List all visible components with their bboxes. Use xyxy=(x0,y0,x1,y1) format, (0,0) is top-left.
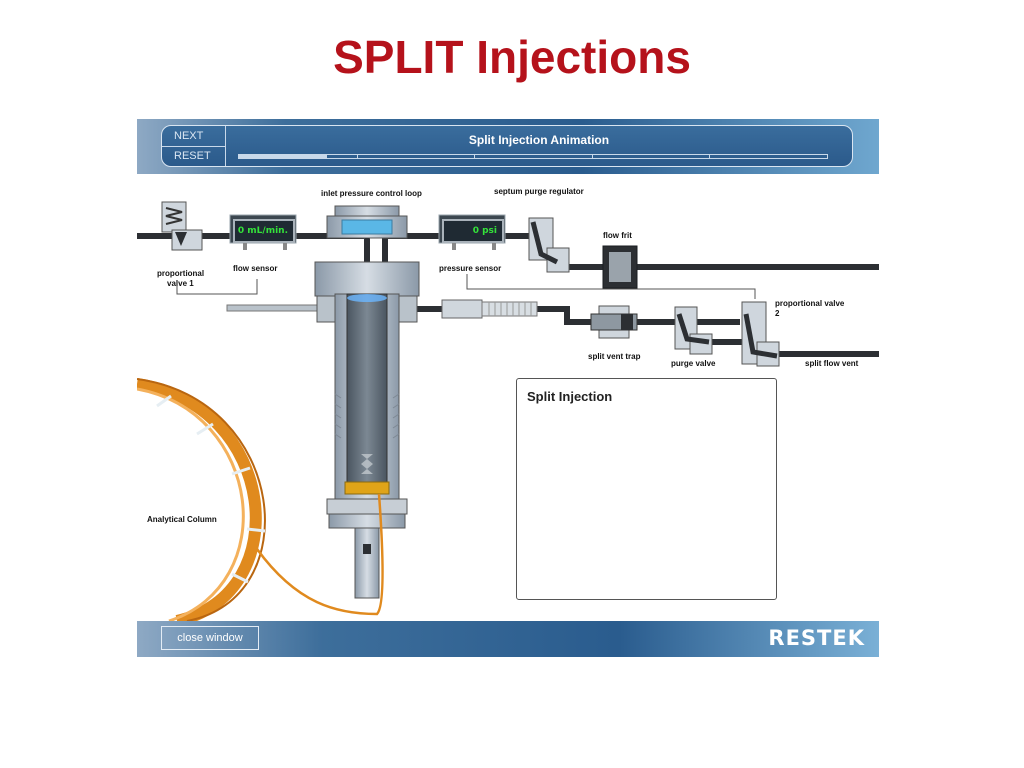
analytical-column-coil xyxy=(137,378,384,621)
progress-tick xyxy=(474,154,476,159)
step-progress-bar[interactable] xyxy=(238,154,828,159)
purge-valve xyxy=(674,306,713,355)
reset-button[interactable]: RESET xyxy=(174,150,211,162)
purge-valve-label: purge valve xyxy=(671,359,716,368)
step-progress-fill xyxy=(239,155,328,158)
injector-body xyxy=(314,205,420,599)
info-panel-title: Split Injection xyxy=(527,389,613,404)
proportional-valve-2-label-line2: 2 xyxy=(775,309,780,318)
next-button[interactable]: NEXT xyxy=(174,130,204,142)
injector-threads xyxy=(334,393,400,439)
info-panel: Split Injection xyxy=(516,378,777,600)
flow-sensor-label: flow sensor xyxy=(233,264,278,273)
pressure-readout: 0 psi xyxy=(442,219,504,243)
animation-title: Split Injection Animation xyxy=(468,133,610,147)
flow-frit xyxy=(602,245,638,289)
progress-tick xyxy=(709,154,711,159)
animation-window: NEXT RESET Split Injection Animation xyxy=(137,119,879,657)
analytical-column-label: Analytical Column xyxy=(147,515,217,524)
proportional-valve-2-label-line1: proportional valve xyxy=(775,299,845,308)
top-toolbar: NEXT RESET Split Injection Animation xyxy=(137,119,879,174)
progress-tick xyxy=(356,154,358,159)
split-line-fitting xyxy=(441,299,483,319)
proportional-valve-2 xyxy=(741,301,780,367)
pressure-sensor-label: pressure sensor xyxy=(439,264,502,273)
inlet-pressure-control-loop-label: inlet pressure control loop xyxy=(321,189,422,198)
flow-frit-label: flow frit xyxy=(603,231,632,240)
nav-panel: NEXT RESET Split Injection Animation xyxy=(161,125,853,167)
progress-tick xyxy=(591,154,593,159)
flow-readout: 0 mL/min. xyxy=(233,219,295,243)
septum-purge-regulator-label: septum purge regulator xyxy=(494,187,584,196)
carrier-inlet-tube xyxy=(226,304,328,312)
septum-purge-regulator xyxy=(528,217,570,273)
proportional-valve-1 xyxy=(161,201,203,251)
split-vent-trap-label: split vent trap xyxy=(588,352,641,361)
sensor-leader-lines xyxy=(176,274,756,299)
restek-logo: RESTEK xyxy=(768,626,865,650)
nav-divider-vertical xyxy=(225,126,226,166)
bottom-toolbar: close window RESTEK xyxy=(137,621,879,657)
split-flow-vent-label: split flow vent xyxy=(805,359,859,368)
proportional-valve-1-label-line2: valve 1 xyxy=(167,279,194,288)
gas-lines xyxy=(137,233,879,357)
nav-divider xyxy=(162,146,225,147)
slide-title: SPLIT Injections xyxy=(333,31,691,83)
split-vent-trap xyxy=(590,305,638,339)
proportional-valve-1-label-line1: proportional xyxy=(157,269,205,278)
close-window-button[interactable]: close window xyxy=(161,626,259,650)
